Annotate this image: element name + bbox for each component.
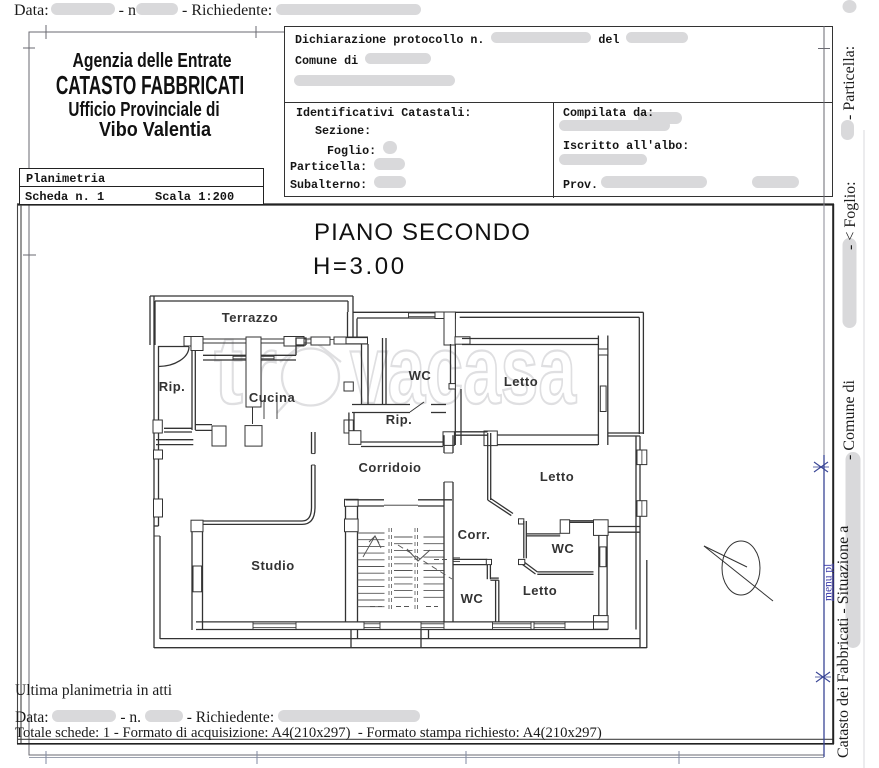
svg-text:vacasa: vacasa [350, 315, 577, 424]
svg-text:WC: WC [409, 368, 432, 383]
svg-text:Rip.: Rip. [159, 379, 186, 394]
svg-text:WC: WC [461, 591, 484, 606]
svg-text:Corridoio: Corridoio [359, 460, 422, 475]
svg-text:WC: WC [552, 541, 575, 556]
svg-text:Cucina: Cucina [249, 390, 296, 405]
svg-text:Terrazzo: Terrazzo [222, 310, 279, 325]
svg-text:Studio: Studio [251, 558, 294, 573]
svg-text:Corr.: Corr. [458, 527, 491, 542]
svg-text:menu pl: menu pl [823, 564, 835, 601]
svg-text:Letto: Letto [504, 374, 538, 389]
svg-text:Letto: Letto [523, 583, 557, 598]
svg-text:- < Foglio:: - < Foglio: [842, 181, 859, 250]
svg-text:- Comune di: - Comune di [841, 379, 858, 460]
svg-text:Catasto dei Fabbricati - Situa: Catasto dei Fabbricati - Situazione a [835, 526, 852, 758]
svg-text:Rip.: Rip. [386, 412, 413, 427]
svg-text:Letto: Letto [540, 469, 574, 484]
svg-text:- Particella:: - Particella: [841, 46, 858, 120]
